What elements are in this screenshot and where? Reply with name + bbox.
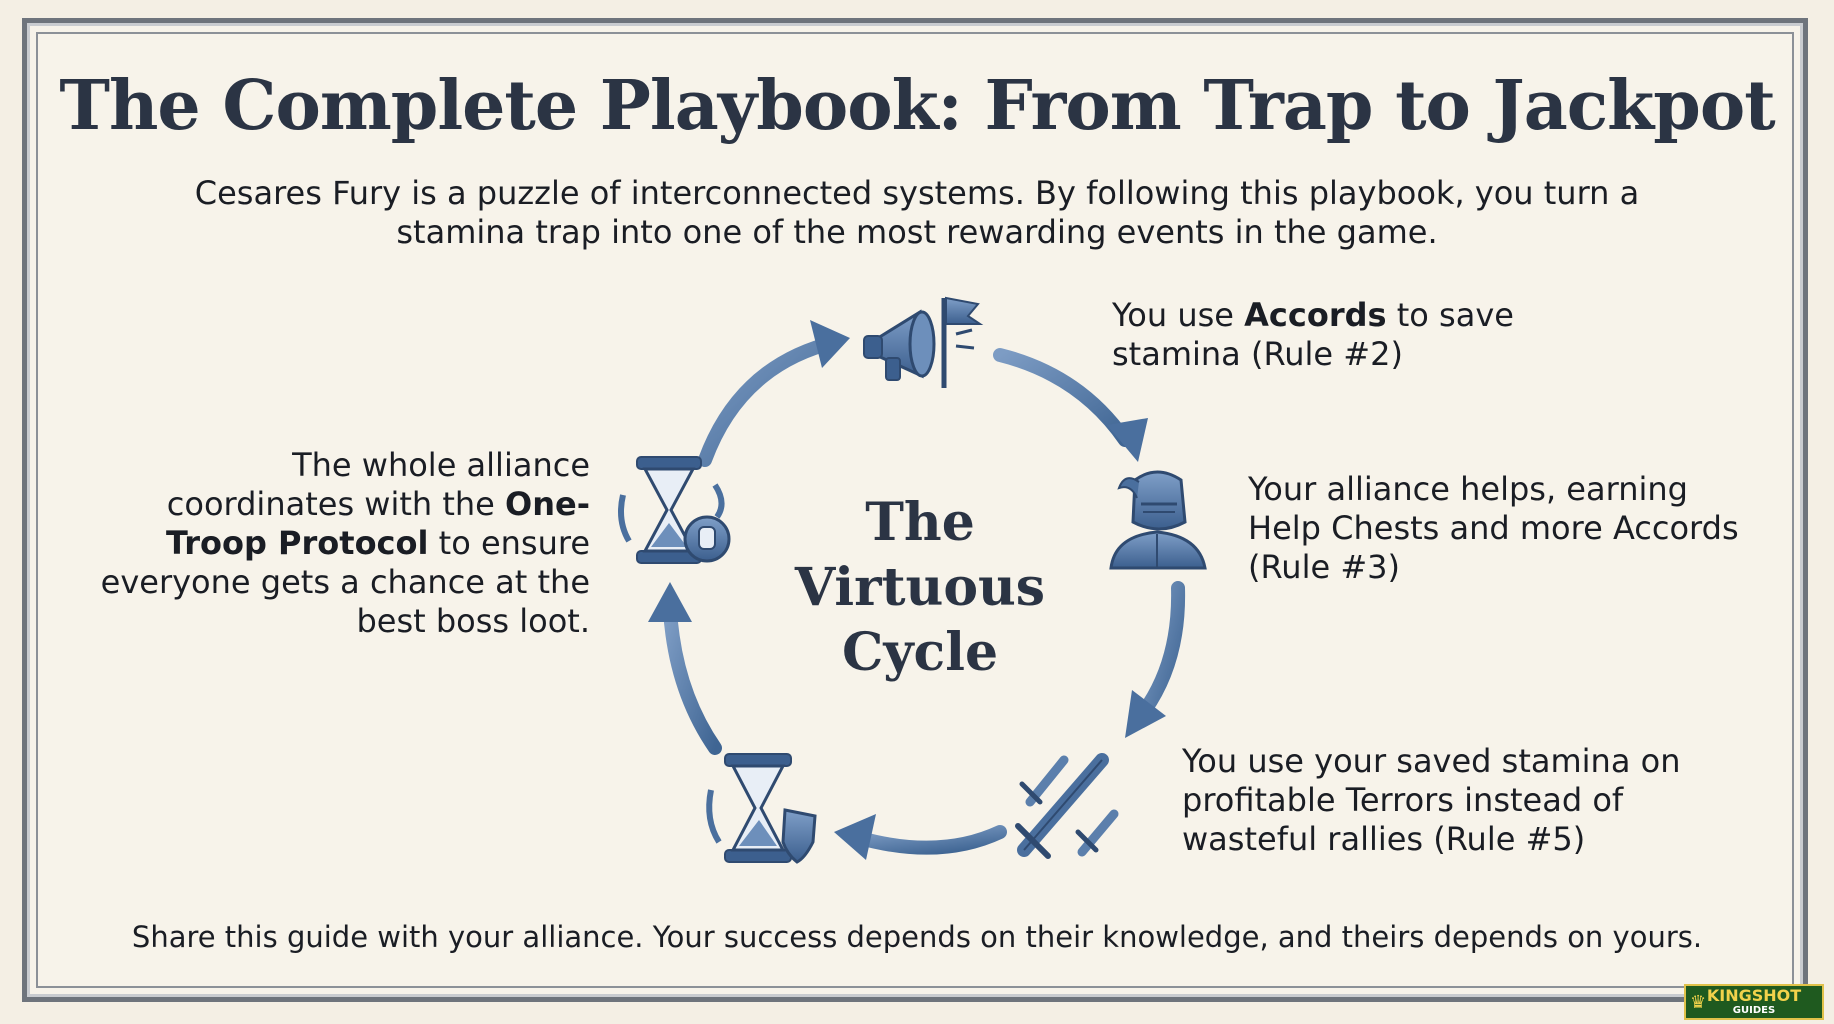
cycle-arrow-5 [648,582,722,755]
center-line-1: The [865,492,975,553]
note-accords: You use Accords to save stamina (Rule #2… [1112,296,1632,374]
note-accords-post: to save stamina (Rule #2) [1112,296,1514,373]
note-one-troop-protocol: The whole alliance coordinates with the … [100,446,590,641]
kingshot-logo: ♛ KINGSHOT GUIDES [1684,984,1824,1020]
knight-helmet-icon [1109,470,1207,570]
cycle-arrow-3 [1125,581,1186,738]
note-protocol-bold: One-Troop Protocol [165,485,590,562]
cycle-arrow-4 [834,814,1007,860]
logo-sub: GUIDES [1732,1005,1776,1016]
note-accords-bold: Accords [1244,296,1387,334]
hourglass-shield-icon [706,753,817,864]
footer-text: Share this guide with your alliance. You… [131,920,1703,954]
page-title: The Complete Playbook: From Trap to Jack… [59,66,1775,146]
note-protocol-pre: The whole alliance coordinates with the [166,446,590,523]
note-accords-pre: You use [1112,296,1245,334]
note-protocol-post: to ensure everyone gets a chance at the … [100,524,590,640]
cycle-diagram [618,296,1207,864]
outer-frame [22,18,1808,1002]
cycle-arrow-2 [993,348,1148,462]
note-alliance-help: Your alliance helps, earning Help Chests… [1248,470,1739,586]
center-line-3: Cycle [841,622,999,683]
cycle-arrow-1 [698,320,850,467]
crossed-swords-icon [1015,753,1119,859]
megaphone-flag-icon [863,296,984,388]
cycle-center-label: The Virtuous Cycle [760,490,1080,685]
note-saved-stamina: You use your saved stamina on profitable… [1182,742,1681,858]
subtitle: Cesares Fury is a puzzle of interconnect… [194,174,1640,251]
inner-frame [36,32,1794,988]
center-line-2: Virtuous [794,557,1046,618]
crown-icon: ♛ [1690,992,1707,1013]
hourglass-hand-icon [618,456,731,564]
logo-brand: KINGSHOT [1706,986,1802,1005]
